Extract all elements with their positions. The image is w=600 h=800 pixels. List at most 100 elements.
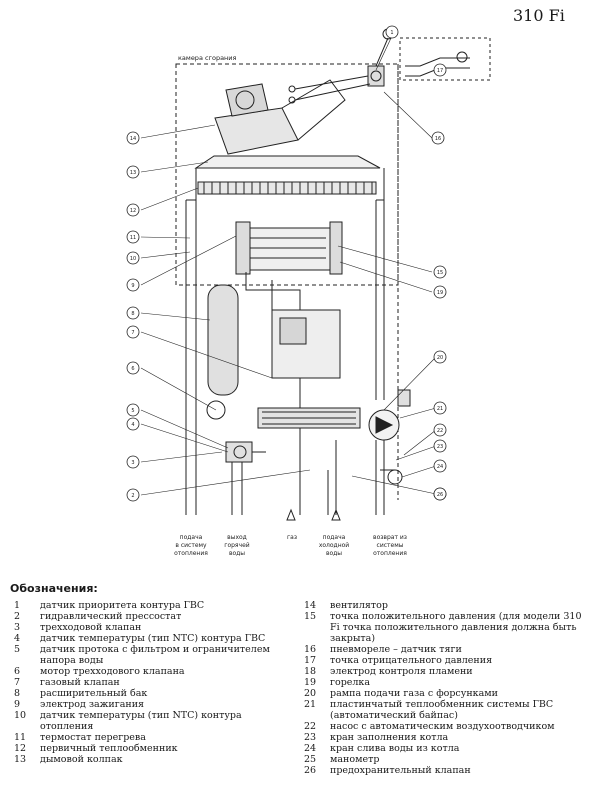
callout-circle	[433, 350, 447, 364]
bottom-connection-label: подача	[323, 534, 346, 541]
legend-number: 25	[304, 754, 317, 765]
legend-text: расширительный бак	[40, 688, 148, 699]
callout-circle	[126, 131, 140, 145]
legend-text: пневмореле – датчик тяги	[330, 644, 462, 655]
bottom-connection-label: в систему	[175, 542, 207, 549]
legend-text: горелка	[330, 677, 371, 688]
legend-number: 9	[14, 699, 21, 710]
callout-circle	[126, 361, 140, 375]
flue-inset-box	[399, 37, 491, 81]
legend-number: 3	[14, 622, 21, 633]
callout-number: 23	[437, 444, 443, 450]
callout-circle	[433, 401, 447, 415]
legend-number: 12	[14, 743, 27, 754]
legend-number: 17	[304, 655, 317, 666]
bottom-connection-label: системы	[377, 542, 404, 549]
legend-number: 13	[14, 754, 27, 765]
callout-number: 13	[130, 170, 136, 176]
legend-number: 15	[304, 611, 317, 622]
callout-circle	[433, 63, 447, 77]
legend-text: дымовой колпак	[40, 754, 123, 765]
callout-circle	[433, 439, 447, 453]
expansion-tank	[207, 284, 239, 396]
legend-number: 1	[14, 600, 21, 611]
callout-circle	[126, 203, 140, 217]
legend-text: рампа подачи газа с форсунками	[330, 688, 498, 699]
legend-text: предохранительный клапан	[330, 765, 471, 776]
callout-number: 7	[131, 330, 134, 336]
pressure-switch	[367, 28, 394, 87]
callout-number: 22	[437, 428, 443, 434]
bottom-connection-label: подача	[180, 534, 203, 541]
legend-number: 21	[304, 699, 317, 710]
callout-markers: 1413121110987654321161715192021222324252…	[126, 25, 447, 502]
callout-circle	[126, 325, 140, 339]
legend-text: газовый клапан	[40, 677, 120, 688]
callout-number: 24	[437, 464, 443, 470]
flow-pipe	[185, 168, 197, 470]
callout-circle	[126, 165, 140, 179]
callout-number: 5	[131, 408, 134, 414]
callout-circle	[385, 25, 399, 39]
legend-text: датчик протока с фильтром и ограничителе…	[40, 644, 270, 666]
callout-number: 21	[437, 406, 443, 412]
legend-text: гидравлический прессостат	[40, 611, 182, 622]
legend-number: 2	[14, 611, 21, 622]
callout-circle	[126, 230, 140, 244]
callout-number: 16	[435, 136, 441, 142]
callout-circle	[126, 278, 140, 292]
bottom-connection-label: выход	[227, 534, 247, 541]
model-title: 310 Fi	[513, 6, 565, 25]
callout-number: 26	[437, 492, 443, 498]
callout-circle	[126, 306, 140, 320]
callout-number: 2	[131, 493, 134, 499]
legend-item: 11 термостат перегрева	[14, 732, 296, 743]
legend-text: кран слива воды из котла	[330, 743, 460, 754]
legend-number: 24	[304, 743, 317, 754]
legend-text: термостат перегрева	[40, 732, 146, 743]
legend-text: точка положительного давления (для модел…	[330, 611, 582, 644]
legend-number: 22	[304, 721, 317, 732]
callout-circle	[433, 423, 447, 437]
legend-number: 11	[14, 732, 27, 743]
legend-item: 24 кран слива воды из котла	[304, 743, 592, 754]
legend-item: 7 газовый клапан	[14, 677, 296, 688]
legend-text: мотор трехходового клапана	[40, 666, 185, 677]
legend-text: трехходовой клапан	[40, 622, 142, 633]
legend-item: 15 точка положительного давления (для мод…	[304, 611, 592, 644]
callout-number: 10	[130, 256, 136, 262]
legend-number: 7	[14, 677, 21, 688]
callout-number: 4	[131, 422, 134, 428]
bottom-connection-label: воды	[229, 550, 245, 557]
legend-number: 18	[304, 666, 317, 677]
legend-number: 10	[14, 710, 27, 721]
callout-number: 6	[131, 366, 134, 372]
chamber-label: камера сгорания	[178, 54, 237, 62]
callout-number: 9	[131, 283, 134, 289]
bottom-connection-label: воды	[326, 550, 342, 557]
callout-circle	[433, 459, 447, 473]
legend-number: 23	[304, 732, 317, 743]
return-pipe	[375, 168, 385, 400]
fan	[214, 79, 346, 155]
legend-text: первичный теплообменник	[40, 743, 178, 754]
legend-item: 12 первичный теплообменник	[14, 743, 296, 754]
bottom-connection-label: газ	[287, 534, 297, 541]
smoke-hood	[194, 155, 381, 169]
callout-number: 12	[130, 208, 136, 214]
bottom-connection-label: отопления	[174, 550, 208, 557]
